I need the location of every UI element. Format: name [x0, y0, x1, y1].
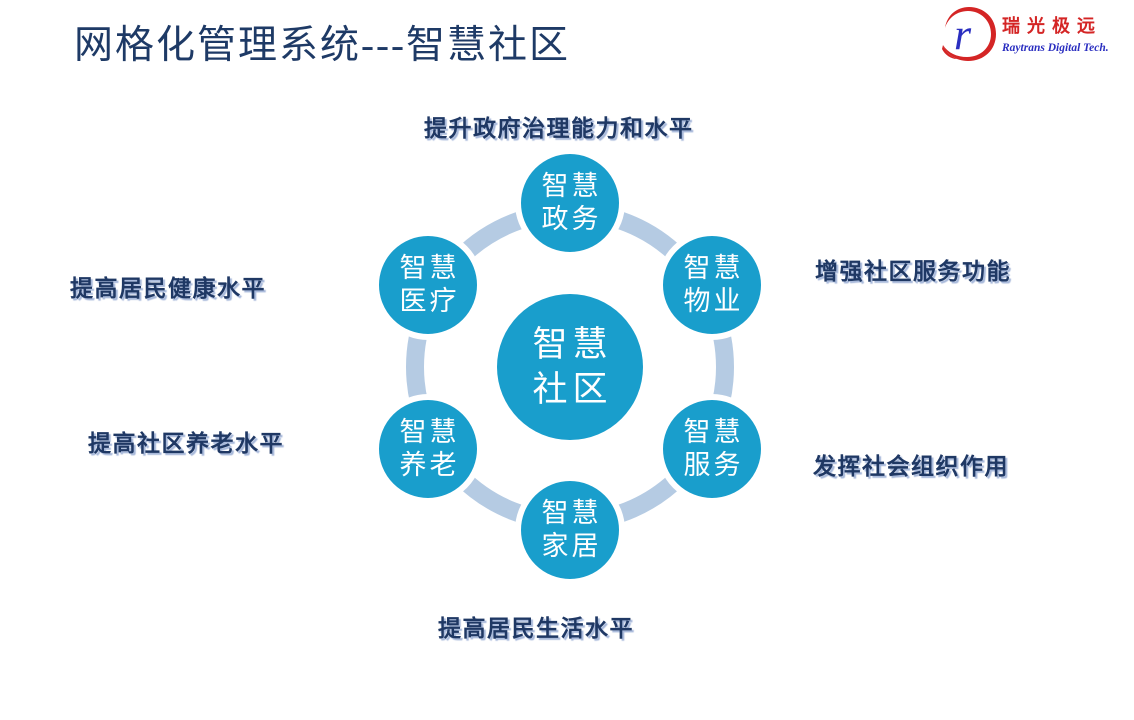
label-government-capability: 提升政府治理能力和水平 — [424, 116, 694, 141]
node-smart-service: 智慧 服务 — [657, 394, 767, 504]
label-community-service: 增强社区服务功能 — [815, 259, 1011, 284]
center-node-line2: 社区 — [532, 370, 613, 409]
node-line2: 政务 — [541, 204, 602, 234]
company-logo: r 瑞光极远 Raytrans Digital Tech. — [938, 4, 1130, 66]
center-node-line1: 智慧 — [532, 324, 613, 364]
node-smart-medical: 智慧 医疗 — [373, 230, 483, 340]
node-line2: 养老 — [399, 450, 460, 480]
label-health-level: 提高居民健康水平 — [70, 276, 266, 301]
logo-letter: r — [954, 10, 972, 59]
label-social-organization: 发挥社会组织作用 — [813, 454, 1009, 479]
logo-company-name-en: Raytrans Digital Tech. — [1002, 42, 1109, 54]
node-line1: 智慧 — [541, 171, 602, 202]
node-line2: 医疗 — [399, 286, 460, 316]
node-smart-home: 智慧 家居 — [515, 475, 625, 585]
node-line1: 智慧 — [683, 253, 744, 284]
logo-company-name-cn: 瑞光极远 — [1002, 16, 1102, 36]
label-living-standard: 提高居民生活水平 — [438, 616, 634, 641]
logo-swirl-icon: r — [942, 7, 996, 61]
label-elderly-care-level: 提高社区养老水平 — [88, 431, 284, 456]
node-line1: 智慧 — [683, 417, 744, 448]
slide-title: 网格化管理系统---智慧社区 — [74, 24, 570, 67]
node-line2: 服务 — [683, 450, 744, 480]
node-smart-elderly-care: 智慧 养老 — [373, 394, 483, 504]
node-smart-government: 智慧 政务 — [515, 148, 625, 258]
center-node-smart-community: 智慧 社区 — [497, 294, 643, 440]
node-smart-property: 智慧 物业 — [657, 230, 767, 340]
node-line1: 智慧 — [399, 253, 460, 284]
node-line1: 智慧 — [399, 417, 460, 448]
node-line1: 智慧 — [541, 498, 602, 529]
node-line2: 物业 — [683, 286, 744, 316]
node-line2: 家居 — [541, 531, 602, 561]
